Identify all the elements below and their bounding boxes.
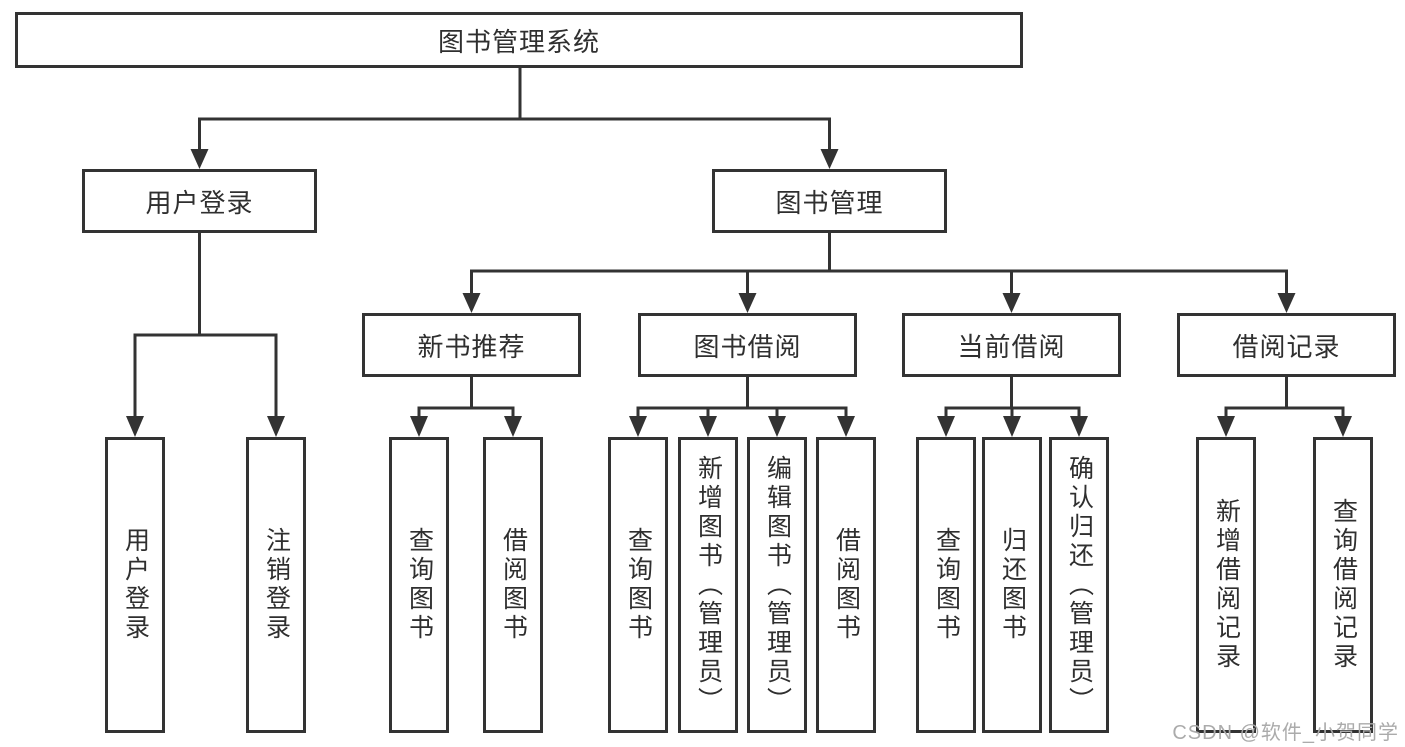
node-new-book-rec: 新书推荐 [362, 313, 581, 377]
node-user-login: 用户登录 [82, 169, 317, 233]
leaf-newrec-query-book: 查询图书 [389, 437, 449, 733]
leaf-logout: 注销登录 [246, 437, 306, 733]
connector-book-mgmt-to-level3 [462, 233, 1296, 313]
leaf-borrow-borrow-book: 借阅图书 [816, 437, 876, 733]
connector-root-to-level2 [190, 68, 839, 169]
node-current-borrow: 当前借阅 [902, 313, 1121, 377]
connector-user-login-to-leaves [126, 233, 285, 437]
node-book-mgmt: 图书管理 [712, 169, 947, 233]
connector-current-borrow-to-leaves [937, 377, 1088, 437]
connector-new-book-rec-to-leaves [410, 377, 522, 437]
node-root: 图书管理系统 [15, 12, 1023, 68]
leaf-borrow-edit-book: 编辑图书（管理员） [747, 437, 807, 733]
leaf-current-query-book: 查询图书 [916, 437, 976, 733]
leaf-current-confirm-return: 确认归还（管理员） [1049, 437, 1109, 733]
connector-borrow-history-to-leaves [1217, 377, 1352, 437]
connector-book-borrow-to-leaves [629, 377, 855, 437]
leaf-borrow-add-book: 新增图书（管理员） [678, 437, 738, 733]
leaf-history-query-record: 查询借阅记录 [1313, 437, 1373, 733]
watermark: CSDN @软件_小贺同学 [1172, 722, 1399, 744]
leaf-current-return-book: 归还图书 [982, 437, 1042, 733]
node-borrow-history: 借阅记录 [1177, 313, 1396, 377]
leaf-user-login: 用户登录 [105, 437, 165, 733]
leaf-history-add-record: 新增借阅记录 [1196, 437, 1256, 733]
node-book-borrow: 图书借阅 [638, 313, 857, 377]
leaf-borrow-query-book: 查询图书 [608, 437, 668, 733]
leaf-newrec-borrow-book: 借阅图书 [483, 437, 543, 733]
